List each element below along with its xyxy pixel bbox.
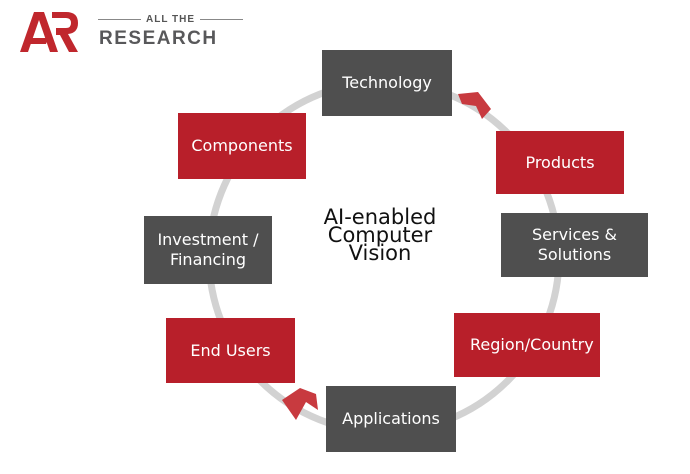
node-region-country-label: Region/Country — [470, 335, 594, 354]
node-products: Products — [496, 131, 624, 194]
all-the-research-logo-mark — [20, 12, 78, 52]
node-applications-label: Applications — [342, 409, 440, 428]
node-applications: Applications — [326, 386, 456, 452]
node-services-solutions-label: Services & Solutions — [531, 225, 618, 264]
center-line-2: Computer — [327, 223, 433, 247]
node-components-label: Components — [191, 136, 293, 155]
node-end-users-label: End Users — [190, 340, 271, 360]
node-services-solutions: Services & Solutions — [501, 213, 648, 277]
node-technology: Technology — [322, 50, 452, 116]
logo-wordmark: RESEARCH — [99, 28, 218, 49]
logo-top-text: ALL THE — [145, 14, 196, 25]
logo-tagline: ALL THE — [98, 14, 244, 25]
node-region-country: Region/Country — [454, 313, 600, 377]
node-investment-financing: Investment / Financing — [144, 216, 272, 284]
node-investment-financing-label: Investment / Financing — [157, 230, 259, 269]
center-line-1: AI-enabled — [323, 205, 437, 229]
center-title: AI-enabled Computer Vision — [300, 205, 460, 265]
node-products-label: Products — [525, 152, 595, 172]
node-end-users: End Users — [166, 318, 295, 383]
logo: ALL THE RESEARCH — [18, 8, 244, 60]
arrow-technology-to-products — [458, 92, 491, 119]
node-components: Components — [178, 113, 306, 179]
node-technology-label: Technology — [342, 73, 432, 92]
arrow-applications-to-end-users — [282, 388, 318, 420]
center-line-3: Vision — [348, 241, 412, 265]
